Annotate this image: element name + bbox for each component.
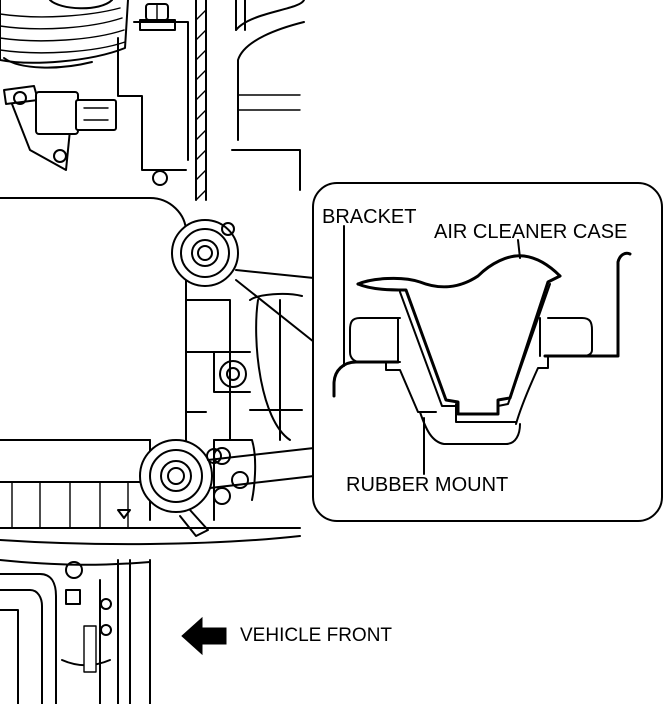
- rubber-mount-label: RUBBER MOUNT: [346, 474, 508, 496]
- callout-leaders: [207, 269, 315, 489]
- air-cleaner-tray: [0, 481, 301, 566]
- air-cleaner-case-label: AIR CLEANER CASE: [434, 221, 627, 243]
- lower-rubber-mount: [139, 439, 222, 537]
- bracket-label: BRACKET: [322, 206, 416, 228]
- air-duct: [231, 0, 305, 191]
- pulley: [0, 0, 129, 64]
- engine-bay-background: [0, 0, 305, 705]
- air-cleaner-case-leader: [517, 239, 521, 259]
- upper-rubber-mount: [171, 219, 239, 287]
- left-arrow-icon: [181, 616, 227, 656]
- vehicle-front-indicator: VEHICLE FRONT: [181, 616, 392, 656]
- detail-callout: BRACKET AIR CLEANER CASE RUBBER MOUNT: [312, 182, 663, 522]
- callout-frame: [312, 182, 663, 522]
- top-bolt: [139, 3, 176, 31]
- vehicle-front-label: VEHICLE FRONT: [240, 625, 392, 646]
- bracket-right-part: [543, 251, 632, 358]
- air-cleaner-body: [0, 197, 251, 441]
- rubber-mount-part: [349, 317, 593, 445]
- hatching: [195, 9, 207, 201]
- air-cleaner-case-part: [356, 254, 562, 423]
- lower-hoses: [0, 559, 151, 705]
- connector: [3, 57, 117, 171]
